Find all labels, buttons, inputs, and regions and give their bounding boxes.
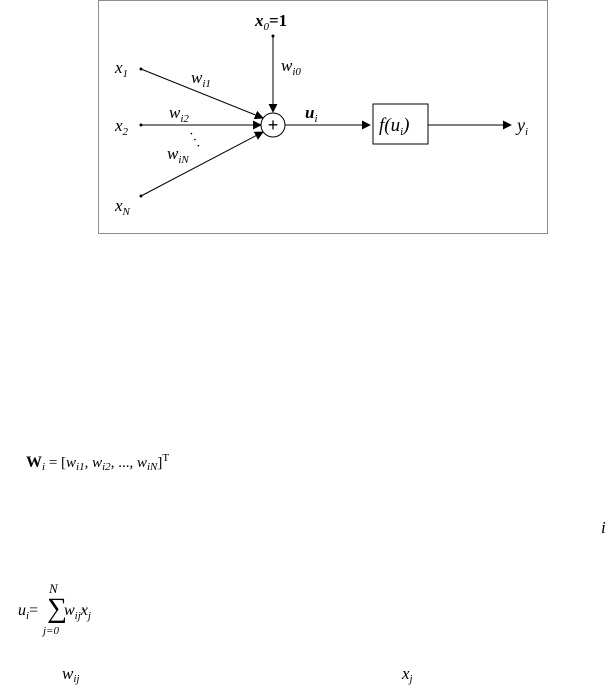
summation-symbol: + [268, 115, 279, 135]
output-label: yi [515, 115, 528, 138]
sum-lower-limit: j=0 [43, 625, 59, 637]
weight-vector-symbol: W [26, 454, 42, 471]
footer-w-sub: ij [73, 673, 80, 685]
input-label-x2: x2 [114, 116, 129, 138]
term-sep2: , ..., [110, 455, 137, 471]
term-w2-sub: i2 [102, 461, 111, 473]
input-node-x1 [139, 67, 143, 71]
index-note: i [601, 518, 606, 538]
bias-input-label: x0=1 [254, 11, 287, 33]
neuron-diagram: + x1 x2 xN x0=1 wi1 wi2 wiN . . . [98, 0, 548, 234]
input-node-x0 [271, 34, 275, 38]
input-label-x1: x1 [114, 58, 128, 80]
eq-open: = [ [45, 455, 67, 471]
weight-vector-equation: Wi = [wi1, wi2, ..., wiN]T [26, 452, 169, 473]
footer-input-symbol: xj [402, 664, 413, 685]
sum-lhs: ui= [18, 602, 39, 623]
activation-box [372, 103, 429, 145]
edge-xN-to-sum [140, 131, 264, 197]
term-w1: w [66, 455, 77, 471]
eq-close: ] [157, 455, 163, 471]
weight-vector-subscript: i [42, 461, 46, 473]
index-note-text: i [601, 518, 606, 537]
term-w2: w [92, 455, 103, 471]
net-input-label: ui [305, 103, 318, 125]
weight-label-wi1: wi1 [191, 68, 211, 90]
sigma-symbol: ∑ [47, 593, 67, 624]
term-sep1: , [84, 455, 93, 471]
footer-x: x [402, 664, 410, 683]
neuron-diagram-svg: + x1 x2 xN x0=1 wi1 wi2 wiN . . . [114, 11, 528, 218]
input-node-x2 [139, 123, 143, 127]
footer-x-sub: j [409, 673, 413, 685]
footer-w: w [62, 664, 74, 683]
activation-function-label: f(ui) [379, 115, 410, 138]
footer-weight-symbol: wij [62, 664, 79, 685]
summation-equation: ui= N ∑ j=0 wij·xj [18, 581, 168, 643]
edge-x1-to-sum [140, 68, 264, 120]
weight-label-wi2: wi2 [169, 103, 189, 125]
input-label-xN: xN [114, 196, 131, 218]
input-node-xN [139, 194, 143, 198]
sum-upper-limit: N [49, 581, 58, 596]
weight-ellipsis: . . . [187, 127, 209, 150]
sum-body: wij·xj [64, 602, 91, 623]
weight-label-wiN: wiN [167, 144, 189, 166]
bias-weight-label: wi0 [281, 56, 301, 78]
transpose-mark: T [162, 452, 170, 464]
term-wN-sub: iN [146, 461, 158, 473]
term-w1-sub: i1 [76, 461, 85, 473]
term-wN: w [136, 455, 147, 471]
